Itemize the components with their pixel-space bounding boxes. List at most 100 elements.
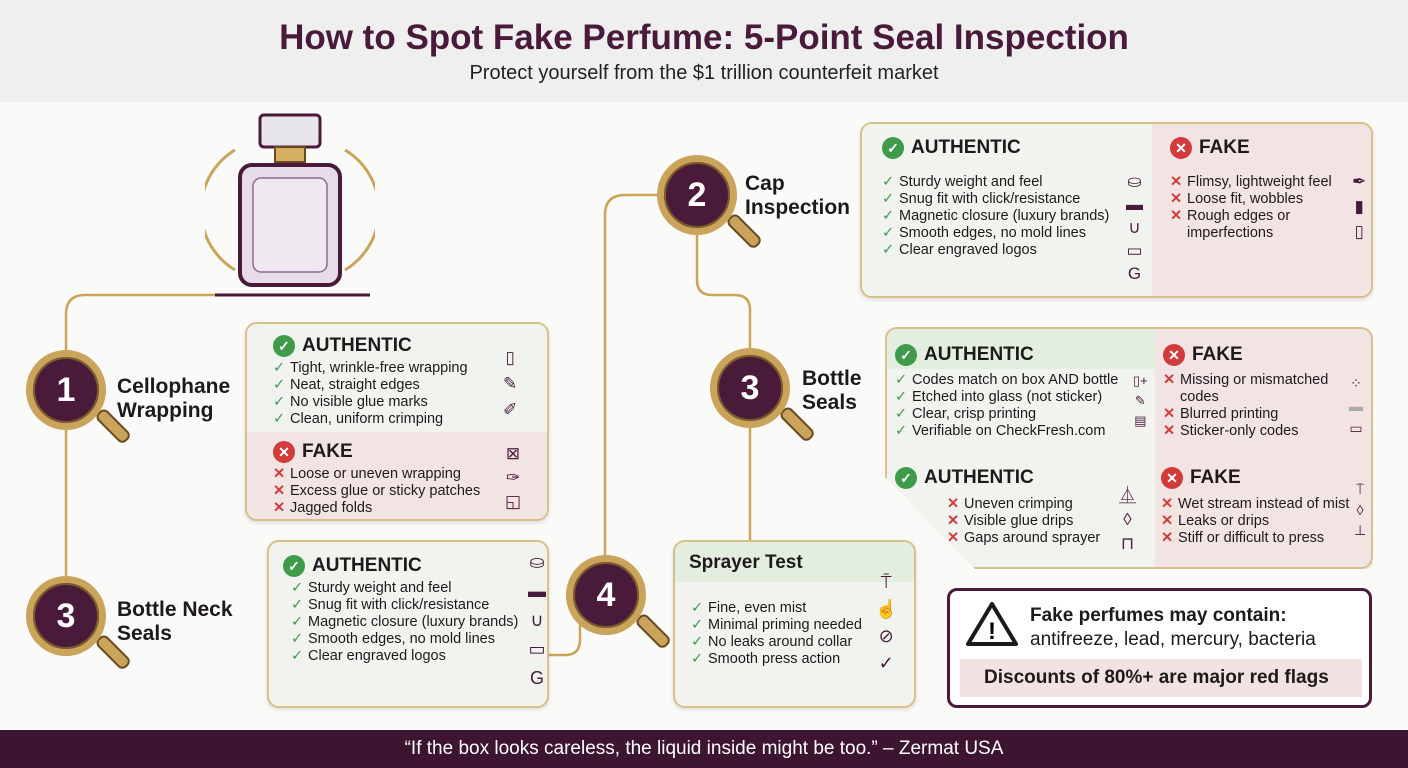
step-3-neck-badge: 3: [26, 576, 133, 672]
etch-icon: ✎: [1134, 393, 1146, 408]
step-4-badge: 4: [566, 555, 673, 651]
icon-column: ✒▮▯: [1352, 172, 1366, 242]
check-icon: ✓: [882, 208, 895, 224]
heading-text: AUTHENTIC: [911, 137, 1021, 158]
wobble-icon: ▮: [1354, 197, 1364, 216]
list-item-text: Visible glue drips: [964, 513, 1074, 529]
list-item: ✓Codes match on box AND bottle: [895, 372, 1118, 389]
x-icon: ✕: [1163, 406, 1176, 422]
heading-text: AUTHENTIC: [312, 555, 422, 576]
list-item-text: Codes match on box AND bottle: [912, 372, 1119, 388]
x-icon: ✕: [1161, 513, 1174, 529]
x-icon: ✕: [1170, 174, 1183, 190]
list-item-text: Sticker-only codes: [1180, 423, 1299, 439]
warning-box: ! Fake perfumes may contain: antifreeze,…: [947, 588, 1372, 708]
list-item: ✓Etched into glass (not sticker): [895, 389, 1118, 406]
x-icon: ✕: [1163, 423, 1176, 439]
list-item-text: Tight, wrinkle-free wrapping: [290, 360, 468, 376]
check-icon: ✓: [895, 423, 908, 439]
step-number: 3: [710, 348, 790, 428]
heading-text: AUTHENTIC: [924, 344, 1034, 365]
check-icon: ✓: [882, 242, 895, 258]
list-item-text: Fine, even mist: [708, 600, 807, 616]
x-icon: ✕: [947, 513, 960, 529]
list-item: ✓Clear, crisp printing: [895, 406, 1118, 423]
list-item-text: Neat, straight edges: [290, 377, 420, 393]
list-item: ✕Rough edges or imperfections: [1170, 208, 1345, 242]
heading-text: FAKE: [1192, 344, 1243, 365]
list-item: ✕Gaps around sprayer: [947, 530, 1100, 547]
list-item: ✓Smooth edges, no mold lines: [882, 225, 1152, 242]
page-subtitle: Protect yourself from the $1 trillion co…: [469, 62, 939, 84]
sprayer-icon: ⊓: [1120, 534, 1135, 553]
list-item: ✓Magnetic closure (luxury brands): [291, 614, 547, 631]
list-item: ✓Clean, uniform crimping: [273, 411, 547, 428]
list-item-text: Stiff or difficult to press: [1178, 530, 1325, 546]
list-item-text: Flimsy, lightweight feel: [1187, 174, 1332, 190]
check-icon: ✓: [273, 360, 286, 376]
x-icon: ✕: [273, 466, 286, 482]
file-x-icon: ⊠: [505, 444, 521, 463]
list-item: ✓No visible glue marks: [273, 394, 547, 411]
blur-icon: ▬: [1349, 398, 1363, 414]
check-icon: ✓: [291, 597, 304, 613]
list-item-text: No leaks around collar: [708, 634, 853, 650]
list-item: ✓No leaks around collar: [691, 634, 862, 651]
list-item: ✓Minimal priming needed: [691, 617, 862, 634]
check-circle-icon: ✓: [882, 137, 904, 159]
check-icon: ✓: [691, 617, 704, 633]
item-list: ✓Sturdy weight and feel✓Snug fit with cl…: [291, 580, 547, 665]
red-flag-text: Discounts of 80%+ are major red flags: [984, 667, 1329, 688]
step-label-cellophane: Cellophane Wrapping: [117, 375, 231, 422]
list-item: ✕Visible glue drips: [947, 513, 1100, 530]
x-icon: ✕: [273, 500, 286, 516]
item-list: ✕Flimsy, lightweight feel✕Loose fit, wob…: [1170, 174, 1345, 242]
list-item: ✓Smooth press action: [691, 651, 862, 668]
list-item: ✓Fine, even mist: [691, 600, 862, 617]
check-icon: ✓: [691, 651, 704, 667]
x-icon: ✕: [1161, 530, 1174, 546]
finger-press-icon: ☝: [875, 599, 898, 619]
item-list: ✓Tight, wrinkle-free wrapping✓Neat, stra…: [273, 360, 547, 428]
authentic-heading: ✓ AUTHENTIC: [283, 552, 547, 580]
list-item: ✓Neat, straight edges: [273, 377, 547, 394]
authentic-heading: ✓ AUTHENTIC: [895, 341, 1118, 369]
icon-column: ⏅◊⊓: [1119, 481, 1136, 554]
qr-code-icon: ⁘: [1350, 375, 1362, 391]
step-3-bottle-badge: 3: [710, 348, 817, 444]
item-list: ✕Uneven crimping✕Visible glue drips✕Gaps…: [947, 496, 1100, 547]
list-item: ✕Wet stream instead of mist: [1161, 496, 1351, 513]
spray-icon: ⍑: [880, 572, 892, 592]
heading-text: FAKE: [1199, 137, 1250, 158]
x-icon: ✕: [947, 496, 960, 512]
red-flag-note: Discounts of 80%+ are major red flags: [960, 659, 1362, 697]
check-icon: ✓: [273, 411, 286, 427]
check-icon: ✓: [291, 614, 304, 630]
list-item-text: Magnetic closure (luxury brands): [899, 208, 1110, 224]
step-2-badge: 2: [657, 155, 764, 251]
x-icon: ✕: [273, 483, 286, 499]
logo-icon: G: [529, 668, 544, 688]
check-icon: ✓: [691, 600, 704, 616]
list-item-text: Clear engraved logos: [308, 648, 446, 664]
fake-heading-2: ✕FAKE: [1161, 464, 1351, 492]
list-item: ✕Stiff or difficult to press: [1161, 530, 1351, 547]
check-icon: ✓: [273, 394, 286, 410]
check-icon: ✓: [895, 389, 908, 405]
perfume-bottle-illustration: [199, 110, 381, 300]
authentic-heading: ✓ AUTHENTIC: [882, 134, 1152, 162]
list-item: ✓Sturdy weight and feel: [882, 174, 1152, 191]
footer-quote: “If the box looks careless, the liquid i…: [0, 730, 1408, 768]
list-item-text: Minimal priming needed: [708, 617, 862, 633]
warning-line-2: antifreeze, lead, mercury, bacteria: [1030, 629, 1316, 650]
check-circle-icon: ✓: [283, 555, 305, 577]
browser-icon: ▤: [1134, 413, 1147, 428]
list-item: ✕Uneven crimping: [947, 496, 1100, 513]
cellophane-card: ✓AUTHENTIC ✓Tight, wrinkle-free wrapping…: [245, 322, 549, 521]
box-bottle-icon: ▯+: [1133, 373, 1148, 388]
list-item-text: Gaps around sprayer: [964, 530, 1101, 546]
header: How to Spot Fake Perfume: 5-Point Seal I…: [0, 0, 1408, 102]
item-list: ✕Wet stream instead of mist✕Leaks or dri…: [1161, 496, 1351, 547]
check-circle-icon: ✓: [895, 344, 917, 366]
edge-icon: ▭: [1126, 241, 1143, 260]
